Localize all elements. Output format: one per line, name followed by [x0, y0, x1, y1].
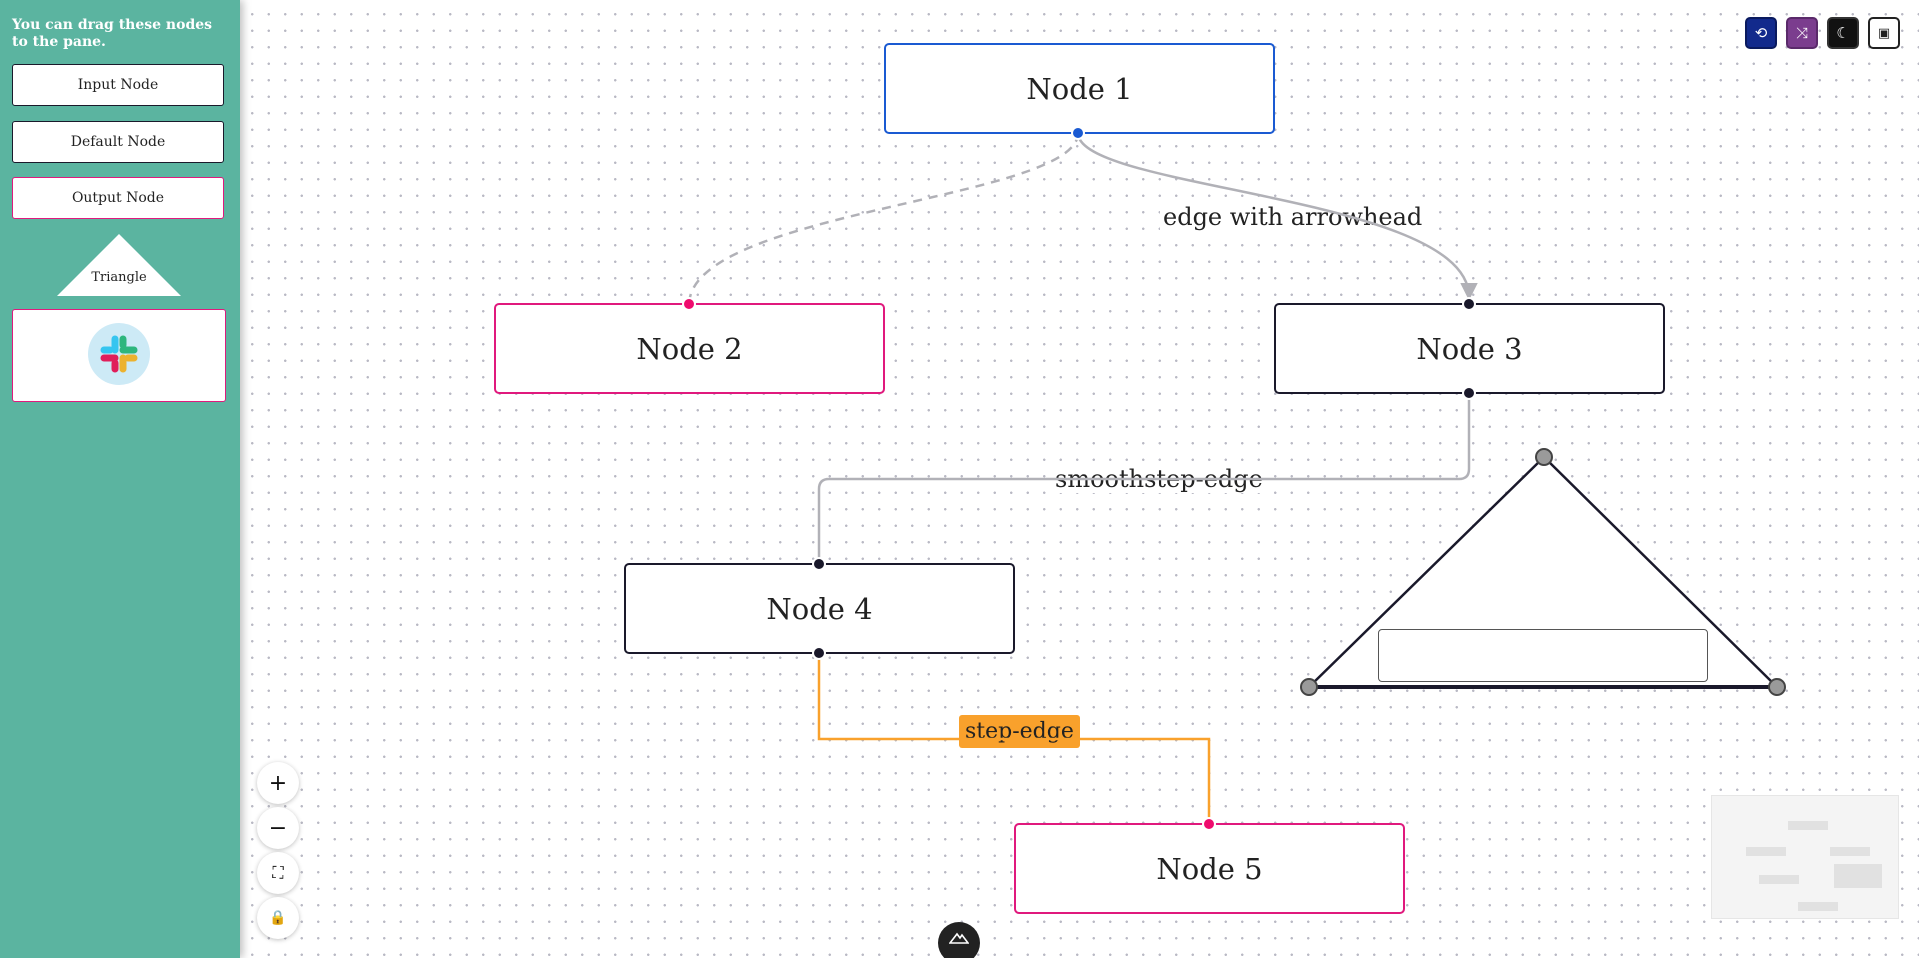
- sidebar-item-image-node[interactable]: [12, 309, 226, 402]
- sidebar-title: You can drag these nodes to the pane.: [12, 17, 213, 50]
- slack-logo-icon: [88, 323, 150, 385]
- terminal-button[interactable]: ▣: [1868, 17, 1900, 49]
- node-label: Node 3: [1416, 331, 1523, 366]
- sidebar-item-output-node[interactable]: Output Node: [12, 177, 224, 219]
- fit-view-button[interactable]: ⛶: [257, 852, 299, 894]
- shuffle-icon: ⤨: [1795, 24, 1808, 42]
- node-3-source-handle[interactable]: [1462, 386, 1476, 400]
- node-1[interactable]: Node 1: [884, 43, 1275, 134]
- sidebar-item-label: Input Node: [77, 77, 159, 93]
- sidebar-item-label: Default Node: [70, 134, 166, 150]
- node-label: Node 1: [1026, 71, 1133, 106]
- terminal-icon: ▣: [1877, 25, 1891, 41]
- sidebar-item-triangle[interactable]: [57, 234, 181, 296]
- zoom-in-button[interactable]: +: [257, 762, 299, 804]
- node-3-target-handle[interactable]: [1462, 297, 1476, 311]
- minimap-node: [1798, 902, 1838, 911]
- minimap-node: [1830, 847, 1870, 856]
- refresh-button[interactable]: ⟲: [1745, 17, 1777, 49]
- node-4-target-handle[interactable]: [812, 557, 826, 571]
- triangle-top-handle[interactable]: [1535, 448, 1553, 466]
- node-1-source-handle[interactable]: [1071, 126, 1085, 140]
- edge-label-smoothstep[interactable]: smoothstep-edge: [1052, 465, 1266, 493]
- node-label: Node 5: [1156, 851, 1263, 886]
- triangle-node-input[interactable]: [1378, 629, 1708, 682]
- sidebar-item-default-node[interactable]: Default Node: [12, 121, 224, 163]
- node-2-target-handle[interactable]: [682, 297, 696, 311]
- moon-icon: ☾: [1836, 24, 1850, 42]
- minimap-node: [1759, 875, 1799, 884]
- minimap-node: [1834, 864, 1882, 888]
- lock-icon: 🔒: [269, 910, 287, 926]
- sidebar: You can drag these nodes to the pane. In…: [0, 0, 240, 958]
- dark-mode-button[interactable]: ☾: [1827, 17, 1859, 49]
- zoom-out-icon: −: [268, 815, 288, 841]
- zoom-out-button[interactable]: −: [257, 807, 299, 849]
- node-4[interactable]: Node 4: [624, 563, 1015, 654]
- minimap-node: [1746, 847, 1786, 856]
- node-label: Node 4: [766, 591, 873, 626]
- minimap-node: [1788, 821, 1828, 830]
- minimap[interactable]: [1711, 795, 1899, 919]
- sidebar-item-input-node[interactable]: Input Node: [12, 64, 224, 106]
- node-label: Node 2: [636, 331, 743, 366]
- triangle-left-handle[interactable]: [1300, 678, 1318, 696]
- refresh-icon: ⟲: [1754, 24, 1768, 42]
- triangle-right-handle[interactable]: [1768, 678, 1786, 696]
- shuffle-button[interactable]: ⤨: [1786, 17, 1818, 49]
- node-2[interactable]: Node 2: [494, 303, 885, 394]
- sidebar-item-label: Output Node: [71, 190, 165, 206]
- zoom-in-icon: +: [268, 770, 288, 796]
- nuxt-logo-icon[interactable]: [938, 922, 980, 958]
- node-5[interactable]: Node 5: [1014, 823, 1405, 914]
- lock-button[interactable]: 🔒: [257, 897, 299, 939]
- node-5-target-handle[interactable]: [1202, 817, 1216, 831]
- edge-label-step[interactable]: step-edge: [959, 715, 1080, 748]
- node-3[interactable]: Node 3: [1274, 303, 1665, 394]
- node-4-source-handle[interactable]: [812, 646, 826, 660]
- edge-label-arrowhead[interactable]: edge with arrowhead: [1160, 203, 1426, 231]
- fit-view-icon: ⛶: [272, 863, 284, 882]
